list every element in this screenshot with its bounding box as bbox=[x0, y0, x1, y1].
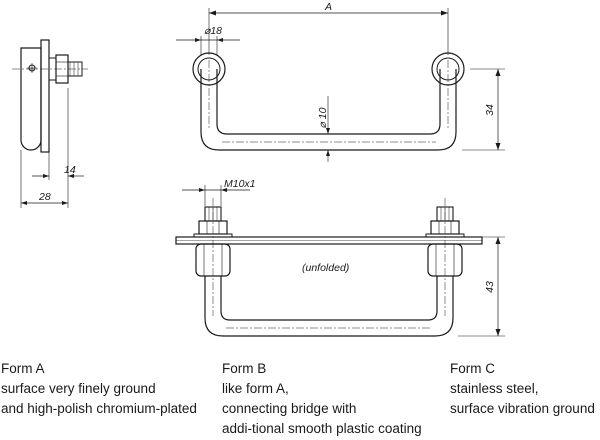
side-view bbox=[12, 39, 88, 208]
dim-dia18: ⌀18 bbox=[204, 25, 222, 37]
form-b-line: like form A, bbox=[222, 381, 289, 396]
technical-drawing: ⌀18 A ⌀ 10 34 14 28 M10x1 43 (unfolded) bbox=[12, 1, 505, 337]
unfolded-note: (unfolded) bbox=[302, 262, 349, 274]
dim-28: 28 bbox=[38, 191, 51, 203]
form-a-title: Form A bbox=[1, 361, 45, 376]
dim-thread: M10x1 bbox=[224, 178, 256, 190]
dim-34: 34 bbox=[484, 104, 496, 116]
section-view bbox=[175, 185, 505, 337]
front-view bbox=[176, 8, 505, 162]
form-a-line: surface very finely ground bbox=[1, 381, 156, 396]
form-b-block: Form B like form A, connecting bridge wi… bbox=[222, 359, 422, 439]
form-c-line: surface vibration ground bbox=[450, 401, 595, 416]
form-a-block: Form A surface very finely ground and hi… bbox=[1, 359, 197, 419]
form-c-block: Form C stainless steel, surface vibratio… bbox=[450, 359, 595, 419]
form-c-line: stainless steel, bbox=[450, 381, 539, 396]
form-b-line: connecting bridge with bbox=[222, 401, 357, 416]
form-a-line: and high-polish chromium-plated bbox=[1, 401, 197, 416]
form-b-title: Form B bbox=[222, 361, 267, 376]
dim-43: 43 bbox=[484, 281, 496, 293]
form-c-title: Form C bbox=[450, 361, 495, 376]
dim-dia10: ⌀ 10 bbox=[317, 107, 329, 128]
dim-a: A bbox=[324, 1, 332, 13]
dim-14: 14 bbox=[64, 164, 76, 176]
form-b-line: addi-tional smooth plastic coating bbox=[222, 421, 422, 436]
